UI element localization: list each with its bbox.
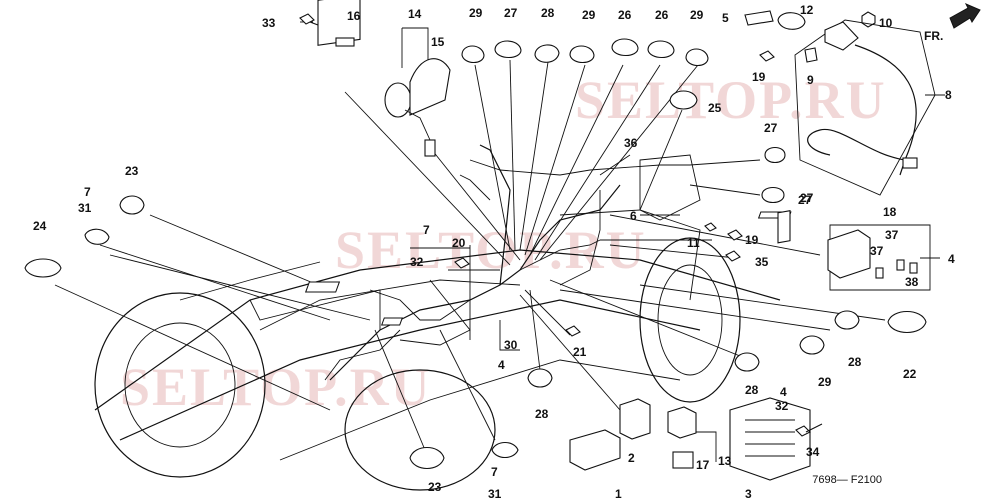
part-label: 14 — [408, 7, 422, 21]
part-label: 8 — [945, 88, 952, 102]
part-labels: 33 16 14 15 29 27 28 29 26 26 29 5 12 10… — [33, 3, 955, 500]
part-label: 24 — [33, 219, 47, 233]
watermark: SELTOP.RU — [575, 70, 887, 130]
part-label: 23 — [428, 480, 442, 494]
part-label: 12 — [800, 3, 814, 17]
watermark: SELTOP.RU — [120, 357, 432, 417]
part-label: 3 — [745, 487, 752, 500]
part-label: 6 — [630, 209, 637, 223]
part-label: 26 — [618, 8, 632, 22]
part-label: 22 — [903, 367, 917, 381]
part-label: 9 — [807, 73, 814, 87]
part-label: 2 — [628, 451, 635, 465]
part-label: 29 — [818, 375, 832, 389]
part-label: 18 — [883, 205, 897, 219]
part-label: 10 — [879, 16, 893, 30]
part-label: 34 — [806, 445, 820, 459]
part-label: 20 — [452, 236, 466, 250]
part-label: 25 — [708, 101, 722, 115]
part-label: 37 — [885, 228, 899, 242]
part-label: 27 — [504, 6, 518, 20]
part-label: 15 — [431, 35, 445, 49]
part-label: 27 — [764, 121, 778, 135]
part-label: 21 — [573, 345, 587, 359]
part-label: 13 — [718, 454, 732, 468]
part-label: 4 — [498, 358, 505, 372]
part-label: 7 — [84, 185, 91, 199]
part-label: 16 — [347, 9, 361, 23]
part-label: 5 — [722, 11, 729, 25]
part-label: 31 — [488, 487, 502, 500]
part-label: 19 — [752, 70, 766, 84]
part-label: 36 — [624, 136, 638, 150]
part-label: 28 — [848, 355, 862, 369]
parts — [24, 0, 981, 481]
front-direction-label: FR. — [924, 29, 943, 43]
part-label: 19 — [745, 233, 759, 247]
part-label: 38 — [905, 275, 919, 289]
part-label: 4 — [780, 385, 787, 399]
part-label: 37 — [870, 244, 884, 258]
part-label: 27 — [800, 191, 814, 205]
part-label: 17 — [696, 458, 710, 472]
part-label: 28 — [541, 6, 555, 20]
part-label: 30 — [504, 338, 518, 352]
part-label: 29 — [469, 6, 483, 20]
part-label: 31 — [78, 201, 92, 215]
part-label: 28 — [535, 407, 549, 421]
part-label: 35 — [755, 255, 769, 269]
vehicle-frame-drawing — [94, 144, 781, 491]
part-label: 7 — [423, 223, 430, 237]
part-label: 32 — [775, 399, 789, 413]
part-label: 1 — [615, 487, 622, 500]
leader-lines — [54, 21, 945, 462]
part-label: 28 — [745, 383, 759, 397]
diagram-code: 7698— F2100 — [812, 474, 882, 486]
part-label: 23 — [125, 164, 139, 178]
part-label: 29 — [582, 8, 596, 22]
part-label: 29 — [690, 8, 704, 22]
part-label: 32 — [410, 255, 424, 269]
part-label: 33 — [262, 16, 276, 30]
part-label: 11 — [687, 236, 700, 250]
part-label: 4 — [948, 252, 955, 266]
part-label: 7 — [491, 465, 498, 479]
part-label: 27 — [798, 193, 812, 207]
part-label: 26 — [655, 8, 669, 22]
